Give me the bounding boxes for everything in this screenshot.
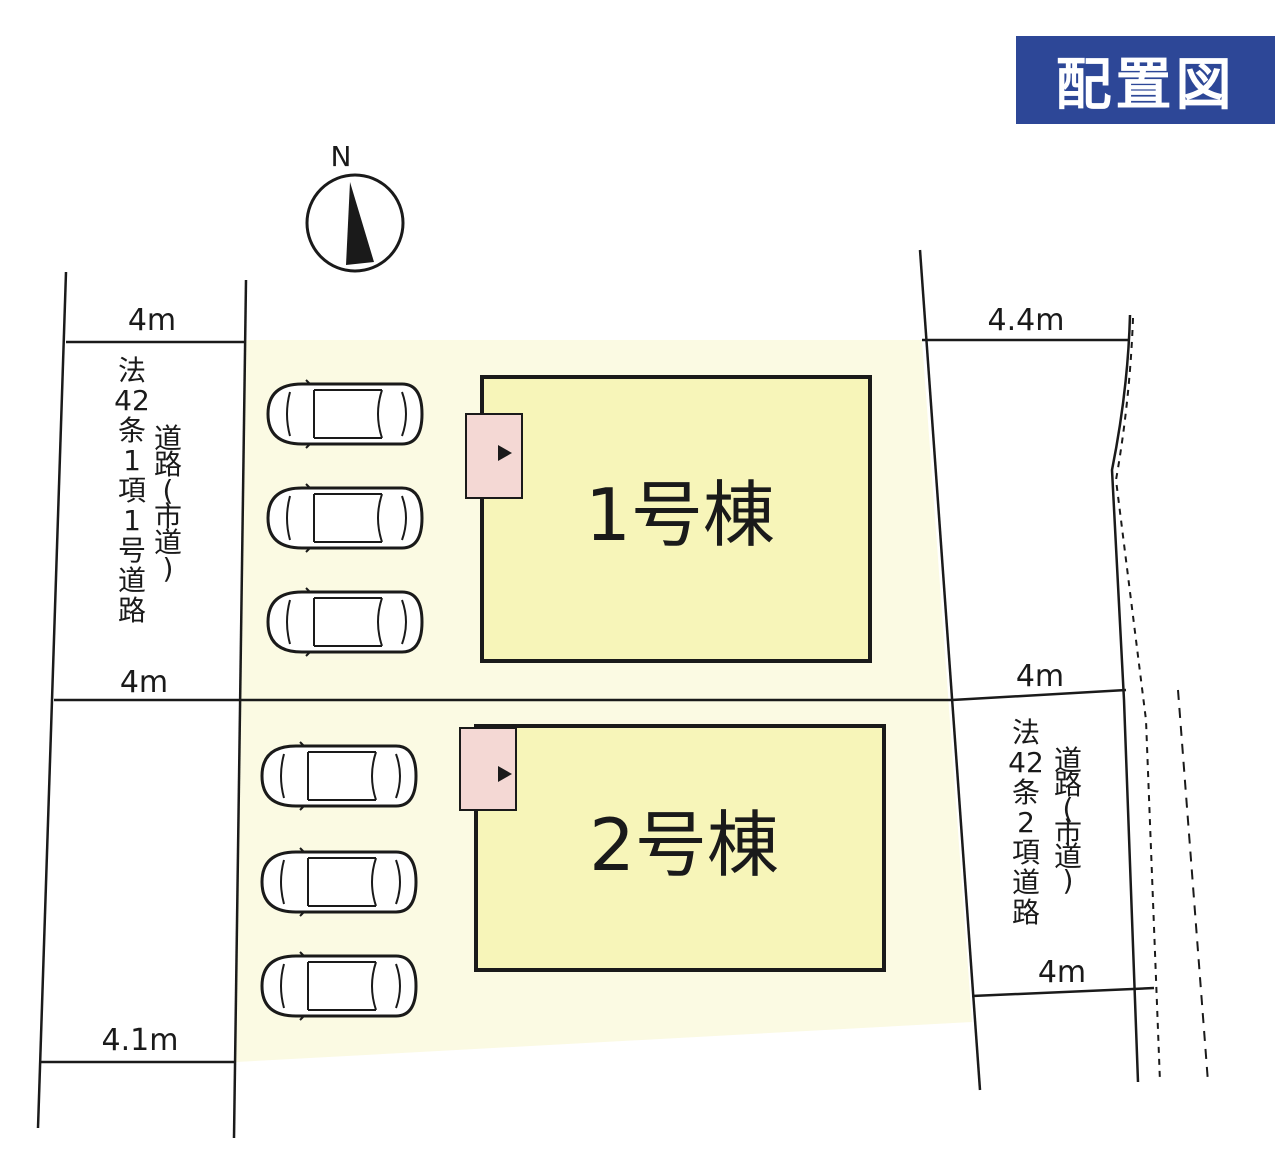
road-label-char: 42 [114, 384, 150, 417]
road-label-char: ) [163, 552, 174, 585]
building-1-label: 1号棟 [585, 473, 775, 557]
entrance-1 [465, 413, 523, 499]
road-label-char: 号 [118, 534, 146, 567]
car-icon [260, 740, 418, 812]
car-icon [266, 482, 424, 554]
compass-needle-icon [346, 182, 374, 265]
dim-label-top-left: 4m [128, 303, 176, 338]
road-label-char: 路 [154, 448, 182, 481]
dim-label-top-right: 4.4m [988, 303, 1065, 338]
dim-label-mid-right: 4m [1016, 659, 1064, 694]
car-icon [266, 378, 424, 450]
building-2-label: 2号棟 [589, 803, 779, 887]
road-label-char: 42 [1008, 746, 1044, 779]
east-road-edge-line [1110, 314, 1140, 1083]
west-road-outer-line [36, 271, 68, 1129]
entrance-arrow-icon [498, 445, 512, 461]
road-label-char: 道 [118, 564, 146, 597]
entrance-2 [459, 727, 517, 811]
road-label-char: 法 [1012, 716, 1040, 749]
dim-line-lower-right [971, 986, 1155, 998]
car-icon [266, 586, 424, 658]
west-road-inner-line [232, 279, 248, 1139]
building-1 [480, 375, 872, 663]
east-road-dashed-line [1114, 317, 1161, 1083]
dim-line-mid-right [951, 688, 1127, 702]
road-label-char: 条 [1012, 776, 1040, 809]
road-label-char: 法 [118, 354, 146, 387]
road-label-char: 道 [1012, 866, 1040, 899]
car-icon [260, 846, 418, 918]
east-road-dashed-line-2 [1177, 689, 1209, 1083]
road-label-char: 項 [1012, 836, 1040, 869]
road-label-char: ( [1063, 792, 1074, 825]
road-label-char: 路 [118, 594, 146, 627]
road-label-char: 1 [123, 504, 141, 537]
dim-label-bottom-left: 4.1m [102, 1023, 179, 1058]
road-label-char: ( [163, 474, 174, 507]
road-label-char: 項 [118, 474, 146, 507]
east-lot-line [918, 249, 982, 1091]
entrance-arrow-icon [498, 766, 512, 782]
road-label-char: 道 [1054, 840, 1082, 873]
dim-label-lower-right: 4m [1038, 955, 1086, 990]
west-road-label-2: 道路(市道) [154, 422, 182, 585]
car-icon [260, 950, 418, 1022]
building-2 [474, 724, 886, 972]
dim-label-mid-left: 4m [120, 665, 168, 700]
compass-label: N [331, 140, 352, 173]
page-title: 配置図 [1016, 36, 1275, 124]
road-label-char: 道 [154, 422, 182, 455]
road-label-char: 路 [1012, 896, 1040, 929]
road-label-char: ) [1063, 864, 1074, 897]
road-label-char: 道 [154, 526, 182, 559]
road-label-char: 2 [1017, 806, 1035, 839]
road-label-char: 市 [1054, 816, 1082, 849]
road-label-char: 路 [1054, 768, 1082, 801]
road-label-char: 1 [123, 444, 141, 477]
road-label-char: 市 [154, 500, 182, 533]
road-label-char: 道 [1054, 744, 1082, 777]
road-label-char: 条 [118, 414, 146, 447]
east-road-label-2: 道路(市道) [1054, 744, 1082, 897]
